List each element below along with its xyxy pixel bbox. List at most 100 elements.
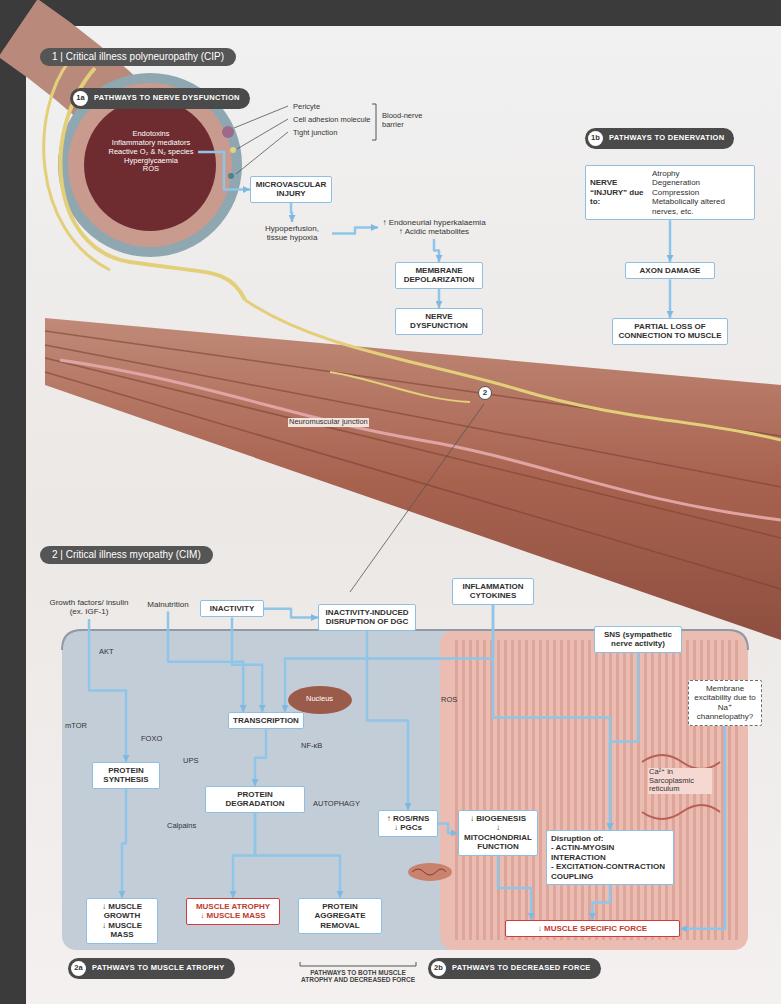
node-text: TRANSCRIPTION	[233, 716, 299, 725]
process-box: INFLAMMATION CYTOKINES	[452, 578, 534, 605]
node-heading: Disruption of:	[551, 834, 669, 843]
node-text: Degeneration	[652, 178, 750, 187]
node-text: MEMBRANE DEPOLARIZATION	[400, 266, 478, 285]
node-text: Malnutrition	[142, 600, 194, 609]
node-text: NERVE DYSFUNCTION	[400, 312, 478, 331]
endoneurial-vessel	[84, 99, 216, 231]
node-heading: NERVE “INJURY” due to:	[590, 178, 646, 206]
leader-line	[236, 132, 288, 174]
flow-arrow	[332, 227, 378, 233]
flow-arrow	[367, 631, 408, 810]
process-note: ↑ Endoneurial hyperkalaemia↑ Acidic meta…	[378, 216, 490, 239]
process-box: TRANSCRIPTION	[228, 712, 304, 729]
cause-list: EndotoxinsInflammatory mediatorsReactive…	[104, 128, 198, 176]
section-title: 1 | Critical illness polyneuropathy (CIP…	[40, 48, 236, 66]
process-box: Disruption of:- ACTIN-MYOSIN INTERACTION…	[546, 830, 674, 885]
molecule-label: ROS	[440, 696, 458, 705]
nerve-fiber	[245, 300, 781, 440]
node-text: ↓ PGCs	[383, 823, 433, 832]
part-label: Nucleus	[305, 695, 334, 704]
node-text: PATHWAYS TO DENERVATION	[609, 134, 724, 143]
process-note: Hypoperfusion, tissue hypoxia	[252, 222, 332, 245]
blood-vessel	[60, 360, 781, 520]
node-text: Membrane excitability due to Na⁺ channel…	[693, 684, 757, 722]
process-box: AXON DAMAGE	[625, 262, 715, 279]
node-text: Reactive O₂ & N₂ species	[106, 148, 196, 157]
fiber-boundary	[45, 331, 781, 589]
node-text: PATHWAYS TO DECREASED FORCE	[452, 964, 591, 973]
nerve-sheath	[58, 73, 242, 257]
molecule-label: NF-κB	[300, 742, 323, 751]
molecule-label: AUTOPHAGY	[312, 800, 361, 809]
pericyte-symbol	[222, 126, 234, 138]
node-text: Hypoperfusion, tissue hypoxia	[254, 224, 330, 243]
process-box: NERVE DYSFUNCTION	[395, 308, 483, 335]
flow-arrow	[264, 609, 318, 618]
node-text: Growth factors/ insulin (ex. IGF-1)	[46, 598, 132, 617]
input-note: Malnutrition	[140, 598, 196, 611]
flow-arrow	[610, 653, 638, 830]
molecule-label: UPS	[182, 757, 199, 766]
process-box: MICROVASCULAR INJURY	[250, 176, 332, 203]
node-text: 1 | Critical illness polyneuropathy (CIP…	[52, 51, 224, 63]
node-text: 2 | Critical illness myopathy (CIM)	[52, 549, 201, 561]
input-note: Growth factors/ insulin (ex. IGF-1)	[44, 596, 134, 619]
node-text: INFLAMMATION CYTOKINES	[457, 582, 529, 601]
node-text: ↓ MUSCLE MASS	[91, 921, 153, 940]
node-heading: 1b	[588, 131, 603, 146]
flow-arrow	[285, 605, 493, 712]
node-text: Atrophy	[652, 169, 750, 178]
bracket	[372, 104, 376, 140]
node-text: Hyperglycaemia	[106, 157, 196, 166]
node-heading: MUSCLE ATROPHY	[191, 902, 275, 911]
node-text: PROTEIN AGGREGATE REMOVAL	[303, 902, 377, 930]
process-box: SNS (sympathetic nerve activity)	[594, 626, 682, 653]
tight-junction-symbol	[228, 173, 234, 179]
node-text: SNS (sympathetic nerve activity)	[599, 630, 677, 649]
flow-arrow	[291, 203, 292, 222]
callout-number: 2	[478, 386, 492, 400]
flow-arrow	[669, 220, 672, 262]
node-text: - EXCITATION-CONTRACTION COUPLING	[551, 862, 669, 881]
molecule-label: mTOR	[64, 722, 88, 731]
hypothesis-box: Membrane excitability due to Na⁺ channel…	[688, 680, 762, 726]
node-text: PROTEIN SYNTHESIS	[97, 766, 155, 785]
sarcolemma	[62, 630, 748, 650]
part-label: Ca²⁺ in Sarcoplasmic reticulum	[648, 768, 712, 794]
node-text: PROTEIN DEGRADATION	[210, 790, 300, 809]
leader-line	[234, 106, 288, 128]
node-text: ↓ MITOCHONDRIAL FUNCTION	[463, 823, 533, 851]
node-text: AXON DAMAGE	[630, 266, 710, 275]
process-box: ↓ BIOGENESIS↓ MITOCHONDRIAL FUNCTION	[458, 810, 538, 856]
molecule-label: AKT	[98, 648, 115, 657]
part-label: Neuromuscular junction	[288, 418, 369, 427]
flow-arrow	[232, 617, 262, 712]
panel-ground	[26, 26, 781, 1004]
node-text: INACTIVITY	[205, 604, 259, 613]
process-box: PROTEIN DEGRADATION	[205, 786, 305, 813]
molecule-label: FOXO	[140, 735, 163, 744]
cause-box: NERVE “INJURY” due to: AtrophyDegeneratio…	[585, 165, 755, 220]
molecule-label: Calpains	[166, 822, 197, 831]
part-label: Cell adhesion molecule	[292, 116, 372, 125]
outcome-box: PROTEIN AGGREGATE REMOVAL	[298, 898, 382, 934]
process-box: PROTEIN SYNTHESIS	[92, 762, 160, 789]
node-text: ↓ MUSCLE MASS	[191, 911, 275, 920]
adhesion-molecule-symbol	[230, 147, 236, 153]
node-text: ↑ Acidic metabolites	[380, 227, 488, 236]
node-heading: 1a	[73, 91, 88, 106]
flow-arrow	[669, 279, 672, 318]
pathway-banner: 2bPATHWAYS TO DECREASED FORCE	[428, 958, 601, 979]
bracket	[300, 962, 416, 966]
node-text: MICROVASCULAR INJURY	[255, 180, 327, 199]
flow-arrow	[438, 289, 441, 308]
sarcoplasmic-reticulum	[642, 755, 720, 819]
flow-arrow	[89, 619, 126, 762]
section-title: 2 | Critical illness myopathy (CIM)	[40, 546, 213, 564]
flow-arrow	[593, 885, 611, 920]
node-heading: ↑ ROS/RNS	[383, 814, 433, 823]
node-text: PATHWAYS TO MUSCLE ATROPHY	[92, 964, 225, 973]
flow-arrow	[438, 823, 458, 832]
